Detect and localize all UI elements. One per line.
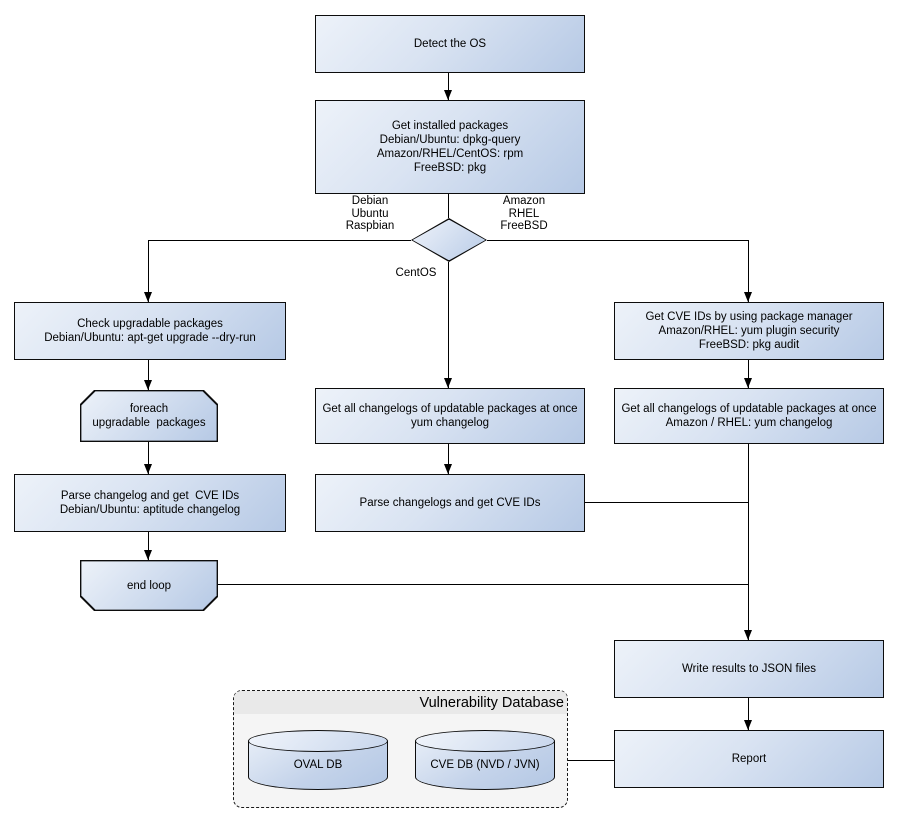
node-text: Parse changelog and get CVE IDs	[60, 490, 240, 502]
node-text: Debian/Ubuntu: aptitude changelog	[59, 504, 241, 516]
node-text: upgradable packages	[92, 417, 206, 429]
node-end-loop: end loop	[80, 560, 218, 611]
branch-label-amazon: Amazon RHEL FreeBSD	[500, 195, 548, 232]
arrowhead-icon	[744, 292, 752, 302]
edge-check-to-foreach	[148, 358, 149, 390]
edge-vulndb-to-report	[553, 760, 614, 761]
node-text: Get installed packages	[391, 120, 509, 132]
cve-db-cylinder: CVE DB (NVD / JVN)	[415, 730, 555, 790]
edge-endloop-to-merge	[218, 584, 748, 585]
cylinder-top	[415, 730, 555, 752]
edge-decision-left-vertical	[148, 240, 149, 302]
node-parse-changelog-deb: Parse changelog and get CVE IDs Debian/U…	[14, 474, 286, 532]
node-text: end loop	[126, 579, 172, 592]
arrowhead-icon	[144, 550, 152, 560]
arrowhead-icon	[144, 464, 152, 474]
arrowhead-icon	[444, 464, 452, 474]
edge-decision-centos-vertical	[448, 262, 449, 388]
edge-installed-to-decision	[448, 192, 449, 218]
node-text: Write results to JSON files	[682, 663, 816, 675]
node-get-changelogs-amazon: Get all changelogs of updatable packages…	[614, 388, 884, 444]
os-decision-diamond-fill	[412, 219, 486, 261]
edge-foreach-to-parse	[148, 442, 149, 474]
node-text: Parse changelogs and get CVE IDs	[359, 497, 541, 509]
node-write-json: Write results to JSON files	[614, 640, 884, 698]
node-text: Amazon / RHEL: yum changelog	[665, 417, 833, 429]
edge-parse-centos-to-merge	[583, 502, 748, 503]
oval-db-label: OVAL DB	[293, 759, 343, 771]
arrowhead-icon	[744, 630, 752, 640]
node-text: foreach	[129, 403, 169, 415]
node-text: Check upgradable packages	[77, 318, 223, 330]
edge-decision-right-vertical	[748, 240, 749, 302]
branch-label-centos: CentOS	[395, 267, 437, 279]
arrowhead-icon	[744, 720, 752, 730]
arrowhead-icon	[144, 292, 152, 302]
vulnerability-database-title: Vulnerability Database	[234, 691, 567, 714]
node-detect-os: Detect the OS	[315, 15, 585, 73]
node-text: yum changelog	[411, 417, 489, 429]
edge-cve-to-changelogs-right	[748, 358, 749, 388]
node-get-cve-pkg-manager: Get CVE IDs by using package manager Ama…	[614, 302, 884, 360]
node-text: Get all changelogs of updatable packages…	[621, 403, 877, 415]
edge-decision-right-horizontal	[487, 240, 748, 241]
cylinder-top	[248, 730, 388, 752]
oval-db-cylinder: OVAL DB	[248, 730, 388, 790]
cve-db-label: CVE DB (NVD / JVN)	[430, 759, 540, 771]
arrowhead-icon	[444, 90, 452, 100]
os-decision-diamond	[411, 218, 487, 262]
edge-write-to-report	[748, 696, 749, 730]
node-text: FreeBSD: pkg	[413, 162, 487, 174]
node-get-installed-packages: Get installed packages Debian/Ubuntu: dp…	[315, 100, 585, 194]
node-text: Amazon/RHEL: yum plugin security	[658, 325, 840, 337]
node-text: Debian/Ubuntu: dpkg-query	[379, 134, 521, 146]
node-text: Amazon/RHEL/CentOS: rpm	[376, 148, 524, 160]
node-get-changelogs-centos: Get all changelogs of updatable packages…	[315, 388, 585, 444]
node-text: Detect the OS	[413, 38, 487, 50]
edge-changelogs-to-parse-centos	[448, 442, 449, 474]
arrowhead-icon	[744, 378, 752, 388]
node-text: Get CVE IDs by using package manager	[645, 311, 853, 323]
node-text: FreeBSD: pkg audit	[698, 339, 800, 351]
node-text: Get all changelogs of updatable packages…	[322, 403, 578, 415]
arrowhead-icon	[144, 380, 152, 390]
node-foreach-loop: foreach upgradable packages	[80, 390, 218, 442]
branch-label-debian: Debian Ubuntu Raspbian	[345, 195, 395, 232]
edge-detect-to-installed	[448, 71, 449, 100]
node-text: Debian/Ubuntu: apt-get upgrade --dry-run	[44, 332, 256, 344]
edge-parse-to-endloop	[148, 530, 149, 560]
arrowhead-icon	[444, 378, 452, 388]
edge-decision-left-horizontal	[148, 240, 411, 241]
node-check-upgradable: Check upgradable packages Debian/Ubuntu:…	[14, 302, 286, 360]
edge-merge-to-write-json	[748, 442, 749, 640]
node-report: Report	[614, 730, 884, 788]
node-parse-changelogs-centos: Parse changelogs and get CVE IDs	[315, 474, 585, 532]
node-text: Report	[731, 753, 767, 765]
